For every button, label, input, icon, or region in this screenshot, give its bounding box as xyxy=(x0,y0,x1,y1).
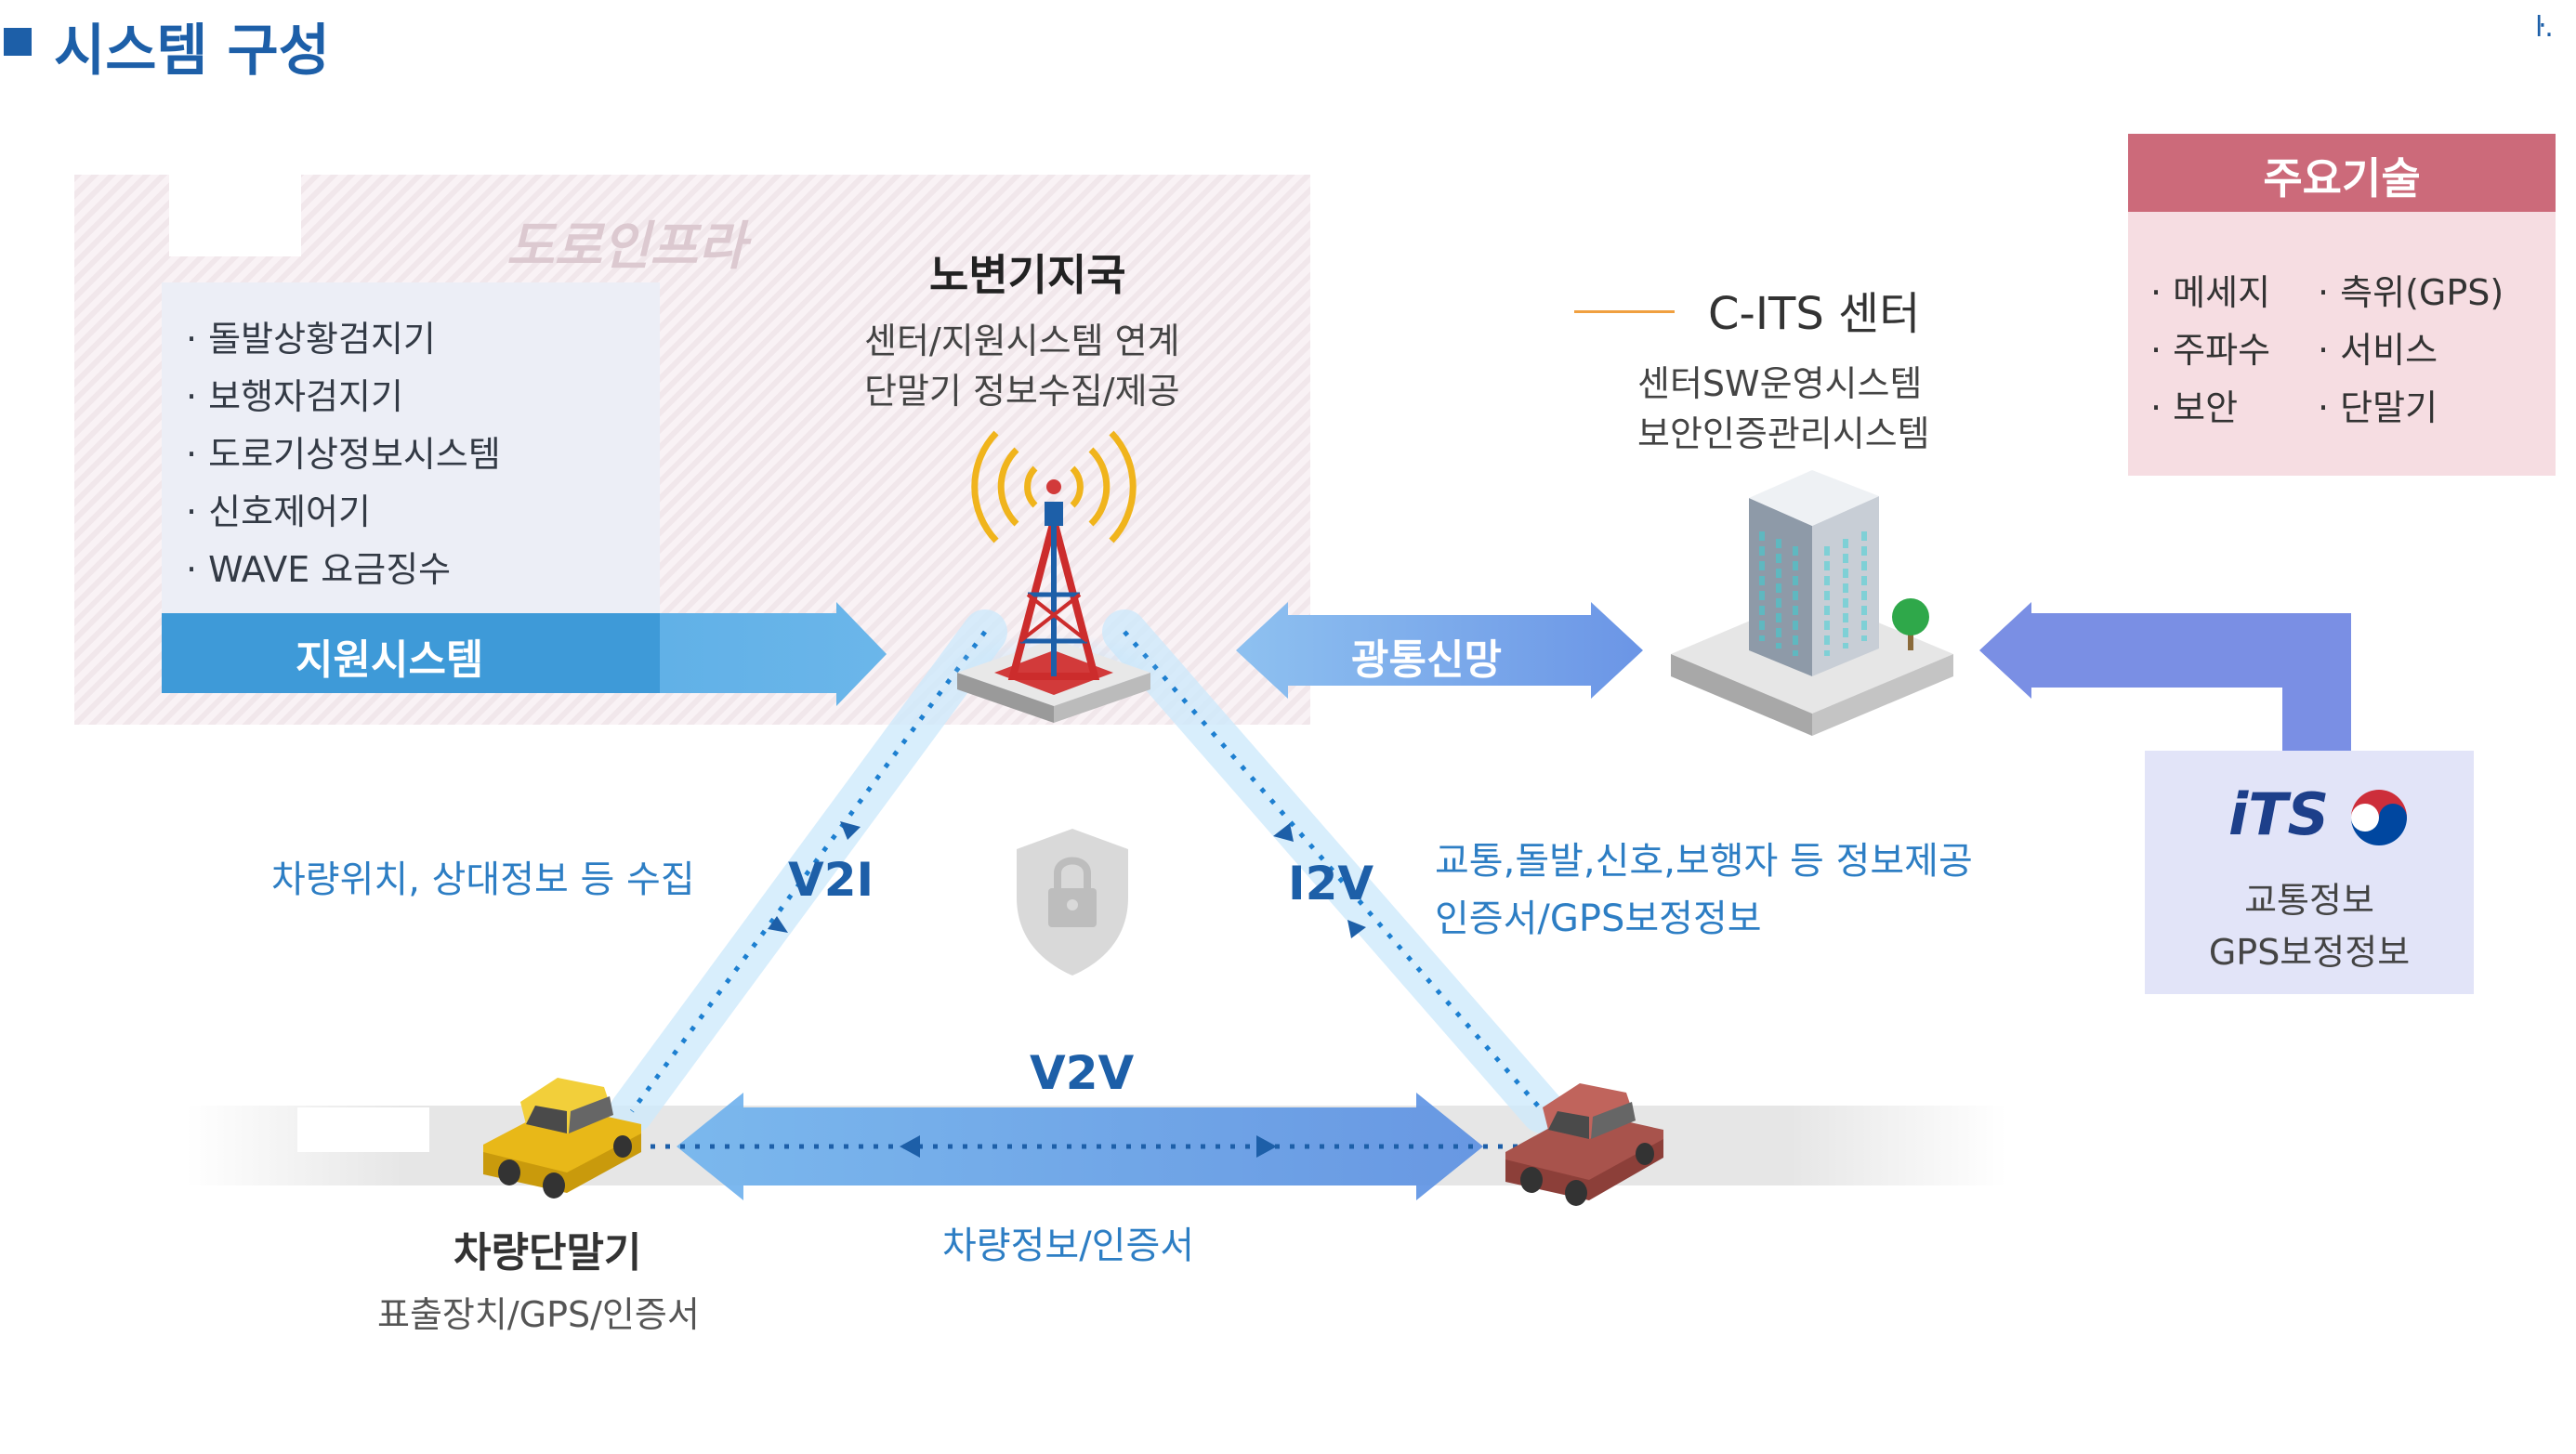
infra-zone-notch xyxy=(169,173,301,256)
fiber-network-label: 광통신망 xyxy=(1351,636,1502,684)
its-logo: iTS xyxy=(2228,780,2330,848)
i2v-link xyxy=(1102,609,1565,1133)
road-infra-title: 도로인프라 xyxy=(506,216,746,277)
v2v-label: V2V xyxy=(1030,1046,1135,1100)
key-tech-title: 주요기술 xyxy=(2263,153,2421,203)
page-title: 시스템 구성 xyxy=(54,19,330,84)
v2v-arrow xyxy=(651,1093,1524,1200)
support-item: · 신호제어기 xyxy=(186,491,371,532)
support-item: · 도로기상정보시스템 xyxy=(186,434,501,475)
support-item: · 돌발상황검지기 xyxy=(186,319,436,360)
center-accent-line xyxy=(1574,310,1675,313)
its-center-building-icon xyxy=(1671,470,1953,736)
key-tech-item: · 주파수 xyxy=(2150,330,2271,371)
key-tech-item: · 보안 xyxy=(2150,387,2239,428)
its-center-title: C-ITS 센터 xyxy=(1708,288,1921,340)
i2v-description-line: 인증서/GPS보정정보 xyxy=(1435,897,1762,940)
key-tech-item: · 서비스 xyxy=(2318,330,2438,371)
i2v-description-line: 교통,돌발,신호,보행자 등 정보제공 xyxy=(1435,840,1973,883)
title-square-icon xyxy=(4,28,32,56)
center-desc-line: 센터SW운영시스템 xyxy=(1637,363,1923,404)
v2i-description: 차량위치, 상대정보 등 수집 xyxy=(271,858,695,901)
roadside-station-title: 노변기지국 xyxy=(929,250,1126,300)
support-system-label: 지원시스템 xyxy=(296,636,484,684)
red-car-icon xyxy=(1505,1083,1663,1206)
road-notch xyxy=(297,1107,429,1152)
its-korea-box xyxy=(2145,751,2474,994)
vehicle-terminal-desc: 표출장치/GPS/인증서 xyxy=(377,1294,700,1335)
i2v-label: I2V xyxy=(1288,857,1374,910)
its-feed-arrow xyxy=(1979,602,2351,751)
v2i-link xyxy=(610,609,1007,1133)
center-desc-line: 보안인증관리시스템 xyxy=(1637,413,1930,454)
taegeuk-logo-icon xyxy=(2351,790,2407,845)
roadside-tower-icon xyxy=(942,430,1165,723)
support-system-arrow xyxy=(162,602,887,706)
roadside-desc-line: 단말기 정보수집/제공 xyxy=(864,371,1180,412)
key-tech-item: · 메세지 xyxy=(2150,272,2271,313)
roadside-desc-line: 센터/지원시스템 연계 xyxy=(864,321,1180,361)
key-tech-header xyxy=(2128,134,2556,212)
yellow-car-icon xyxy=(483,1078,641,1199)
vehicle-terminal-title: 차량단말기 xyxy=(453,1229,642,1277)
v2v-description: 차량정보/인증서 xyxy=(942,1225,1195,1267)
corner-text: ŀ. xyxy=(2535,11,2554,44)
v2i-label: V2I xyxy=(788,853,874,907)
support-item: · 보행자검지기 xyxy=(186,376,403,417)
key-tech-item: · 측위(GPS) xyxy=(2318,272,2504,313)
support-systems-box xyxy=(162,282,660,613)
fiber-network-arrow xyxy=(1236,602,1643,699)
support-item: · WAVE 요금징수 xyxy=(186,549,452,590)
its-desc-line: GPS보정정보 xyxy=(2208,932,2411,973)
key-tech-item: · 단말기 xyxy=(2318,387,2438,428)
its-desc-line: 교통정보 xyxy=(2244,880,2374,921)
security-shield-icon xyxy=(1017,829,1128,976)
